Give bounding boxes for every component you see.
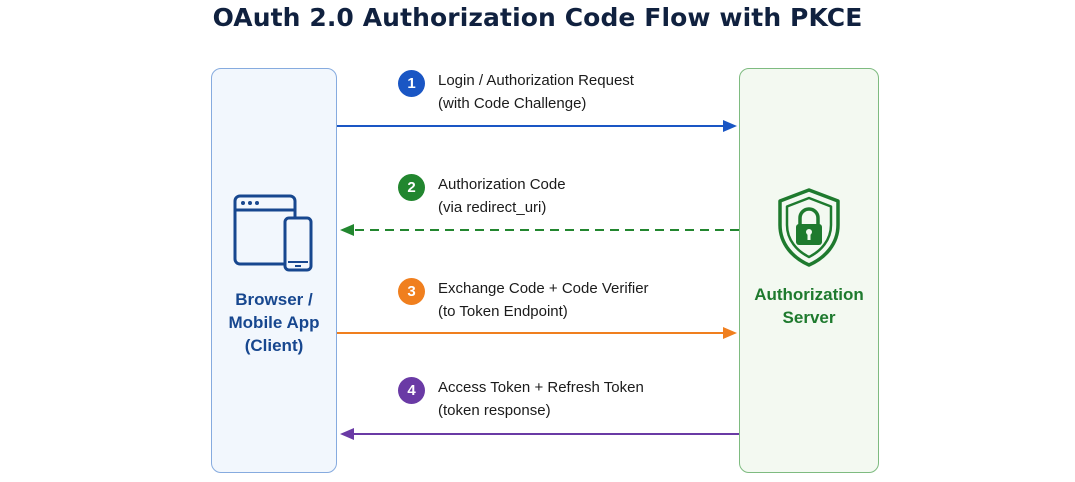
client-label-line: Browser / bbox=[235, 290, 313, 309]
client-node: Browser / Mobile App (Client) bbox=[211, 68, 337, 473]
step-line: Exchange Code + Code Verifier bbox=[438, 280, 649, 297]
step-line: Access Token + Refresh Token bbox=[438, 379, 644, 396]
browser-mobile-icon bbox=[233, 194, 317, 279]
step-line: Authorization Code bbox=[438, 176, 566, 193]
step-line: (token response) bbox=[438, 402, 551, 419]
server-label-line: Authorization bbox=[754, 285, 864, 304]
step-number-badge: 1 bbox=[398, 70, 425, 97]
step-description: Authorization Code (via redirect_uri) bbox=[438, 173, 778, 219]
server-label: Authorization Server bbox=[740, 283, 878, 329]
client-label-line: Mobile App bbox=[228, 313, 320, 332]
step-description: Access Token + Refresh Token (token resp… bbox=[438, 376, 778, 422]
step-number-badge: 4 bbox=[398, 377, 425, 404]
step-description: Login / Authorization Request (with Code… bbox=[438, 69, 778, 115]
step-line: (via redirect_uri) bbox=[438, 199, 547, 216]
arrowhead-step-3 bbox=[723, 327, 737, 339]
step-number-badge: 2 bbox=[398, 174, 425, 201]
step-number-badge: 3 bbox=[398, 278, 425, 305]
step-description: Exchange Code + Code Verifier (to Token … bbox=[438, 277, 778, 323]
step-line: Login / Authorization Request bbox=[438, 72, 634, 89]
step-line: (with Code Challenge) bbox=[438, 95, 587, 112]
arrowhead-step-1 bbox=[723, 120, 737, 132]
arrowhead-step-4 bbox=[340, 428, 354, 440]
client-label: Browser / Mobile App (Client) bbox=[212, 288, 336, 357]
shield-lock-icon bbox=[774, 187, 844, 274]
diagram-title: OAuth 2.0 Authorization Code Flow with P… bbox=[212, 3, 863, 32]
client-label-line: (Client) bbox=[244, 336, 304, 355]
arrowhead-step-2 bbox=[340, 224, 354, 236]
authorization-server-node: Authorization Server bbox=[739, 68, 879, 473]
step-line: (to Token Endpoint) bbox=[438, 303, 568, 320]
server-label-line: Server bbox=[782, 308, 836, 327]
